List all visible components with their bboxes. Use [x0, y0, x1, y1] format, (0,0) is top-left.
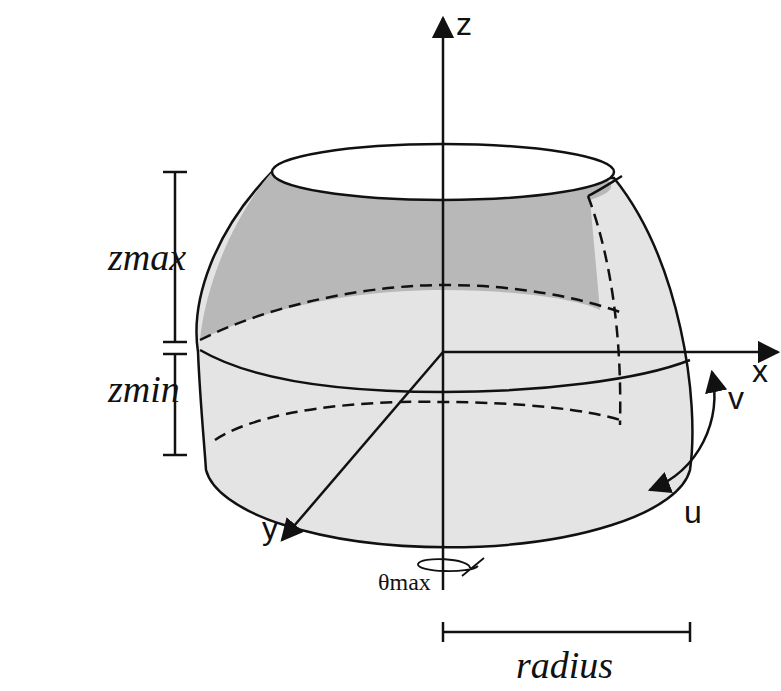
z-axis	[442, 18, 445, 590]
parameter-label: v	[728, 382, 744, 414]
angle-label: θmax	[378, 570, 431, 594]
equator-front	[200, 350, 690, 392]
dimension-label: radius	[516, 646, 613, 684]
dimension-label: zmax	[108, 238, 186, 276]
equator-back	[200, 285, 620, 340]
parameter-label: u	[684, 496, 702, 528]
theta-cut	[588, 176, 622, 196]
axis-label: y	[262, 512, 278, 544]
lower-ring-back	[215, 402, 620, 440]
radius-bar	[443, 622, 690, 642]
x-axis	[443, 351, 778, 354]
uv-arrow	[650, 372, 714, 490]
y-axis	[282, 352, 443, 540]
axis-label: z	[456, 8, 472, 40]
axis-label: x	[752, 355, 768, 387]
dimension-label: zmin	[108, 370, 180, 408]
